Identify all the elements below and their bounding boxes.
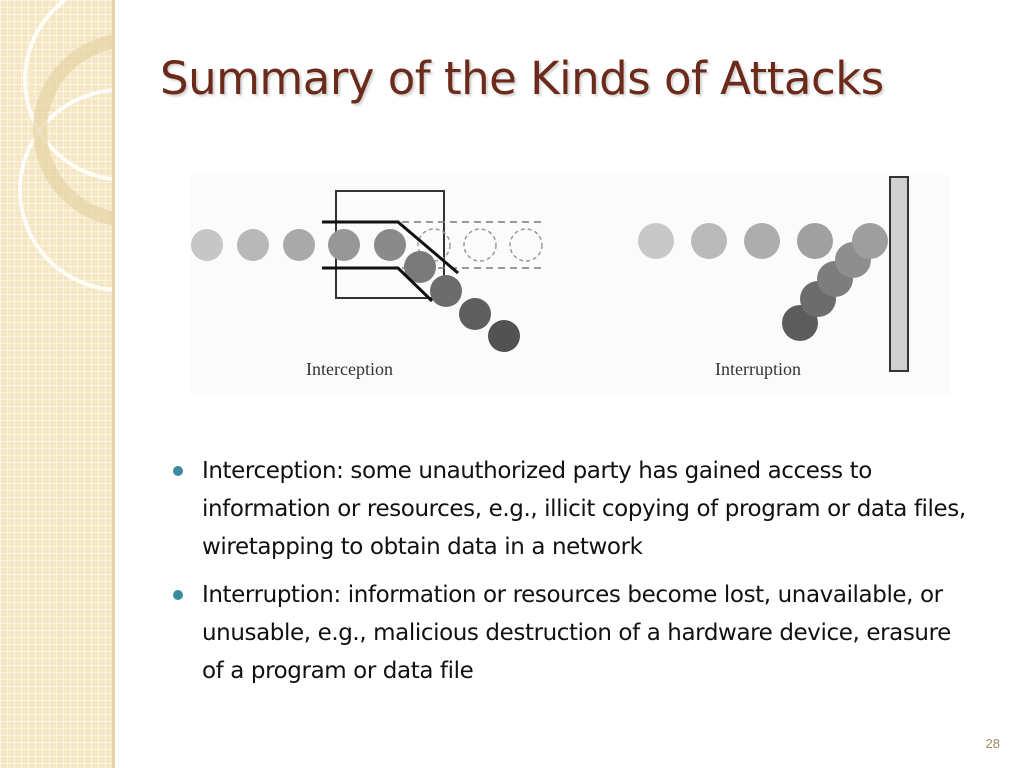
bullet-marker-icon [173, 466, 183, 476]
band-edge [112, 0, 115, 768]
interception-packet-5 [374, 229, 406, 261]
decorative-ring-upper [23, 0, 112, 182]
attack-diagram: Interception Interruption [190, 175, 950, 395]
interception-diverted-packet-3 [459, 298, 491, 330]
slide-title: Summary of the Kinds of Attacks [160, 52, 884, 105]
interruption-diagram: Interruption [638, 176, 909, 379]
decorative-side-band [0, 0, 112, 768]
interruption-packet-2 [691, 223, 727, 259]
bullet-item-interruption: Interruption: information or resources b… [170, 576, 970, 690]
interception-label: Interception [306, 359, 393, 379]
page-number: 28 [985, 736, 1000, 751]
interception-tap-line-top [322, 220, 459, 275]
interception-diverted-packet-1 [404, 251, 436, 283]
decorative-ring-inner [33, 34, 112, 226]
decorative-rings [18, 0, 112, 292]
bullet-text: Interruption: information or resources b… [202, 582, 951, 684]
interception-ghost-packet-3 [509, 228, 543, 262]
interruption-packet-3 [744, 223, 780, 259]
interception-packet-2 [237, 229, 269, 261]
interception-diagram: Interception [191, 190, 543, 379]
interception-packet-3 [283, 229, 315, 261]
decorative-ring-lower [18, 88, 112, 292]
interception-tap-line-bottom [322, 266, 434, 303]
interruption-packet-1 [638, 223, 674, 259]
bullet-marker-icon [173, 590, 183, 600]
interception-ghost-packet-2 [463, 228, 497, 262]
interruption-label: Interruption [715, 359, 801, 379]
interception-packet-4 [328, 229, 360, 261]
interruption-packet-4 [797, 223, 833, 259]
bullet-list: Interception: some unauthorized party ha… [170, 452, 970, 700]
interception-packet-1 [191, 229, 223, 261]
bullet-item-interception: Interception: some unauthorized party ha… [170, 452, 970, 566]
interception-diverted-packet-2 [430, 275, 462, 307]
interruption-blocked-packet-5 [852, 223, 888, 259]
bullet-text: Interception: some unauthorized party ha… [202, 458, 966, 560]
interruption-barrier [889, 176, 909, 372]
interception-diverted-packet-4 [488, 320, 520, 352]
